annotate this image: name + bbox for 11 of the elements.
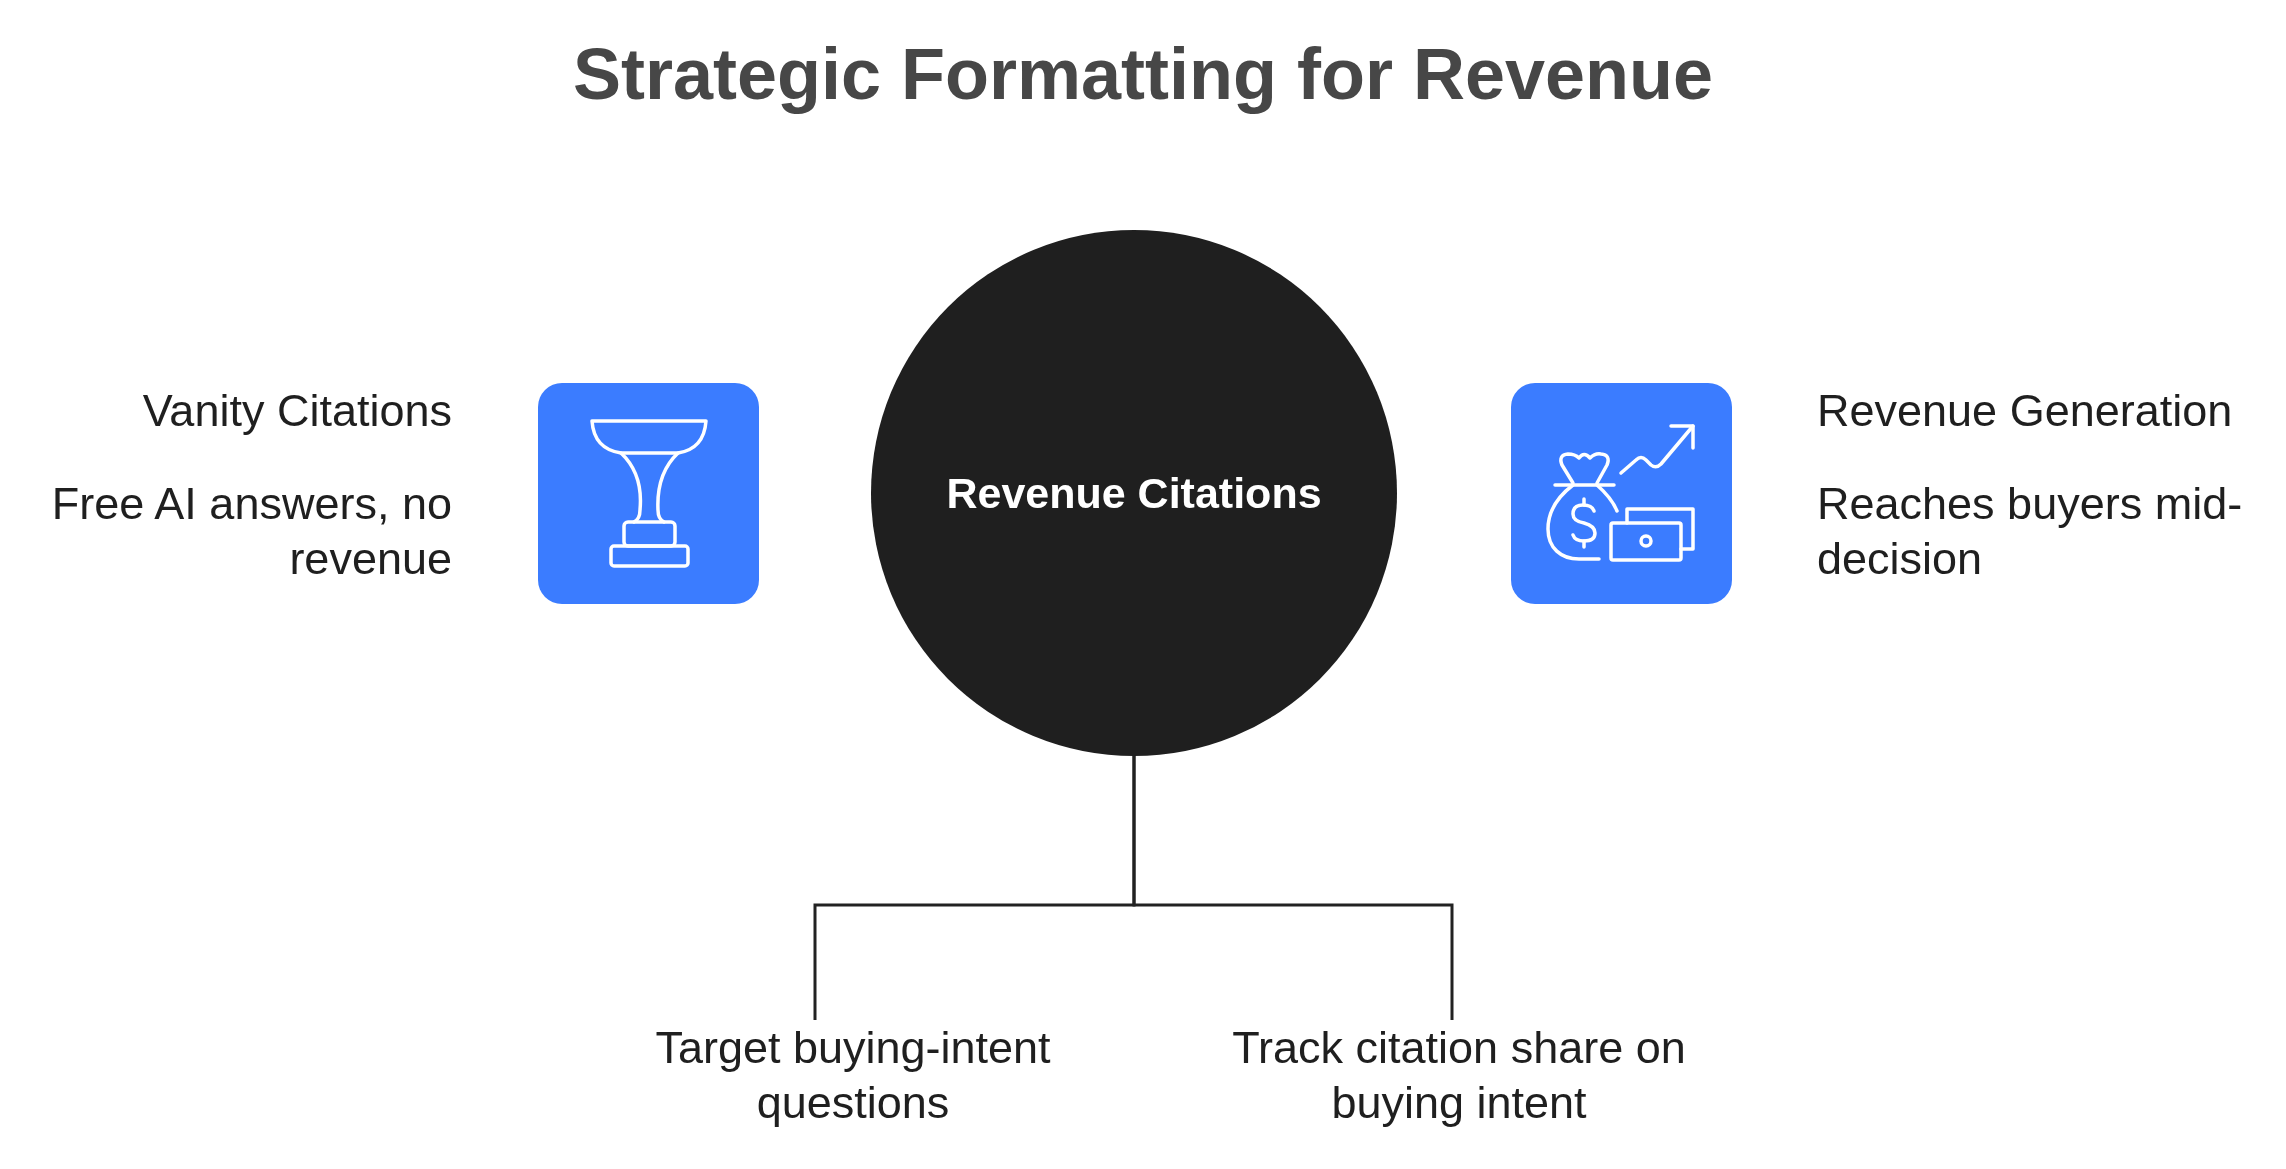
outcome-text: Target buying-intent questions <box>633 1020 1073 1130</box>
side-heading: Vanity Citations <box>142 384 452 438</box>
topic-label: Revenue Citations <box>946 468 1322 519</box>
trophy-icon <box>538 383 759 604</box>
connector-line <box>1132 756 1454 1020</box>
diagram-title: Strategic Formatting for Revenue <box>572 33 1714 116</box>
side-heading: Revenue Generation <box>1817 384 2233 438</box>
side-description: Reaches buyers mid-decision <box>1817 477 2244 586</box>
outcome-text: Track citation share on buying intent <box>1209 1020 1709 1130</box>
money-bag-icon <box>1511 383 1732 604</box>
side-description: Free AI answers, no revenue <box>50 477 452 586</box>
